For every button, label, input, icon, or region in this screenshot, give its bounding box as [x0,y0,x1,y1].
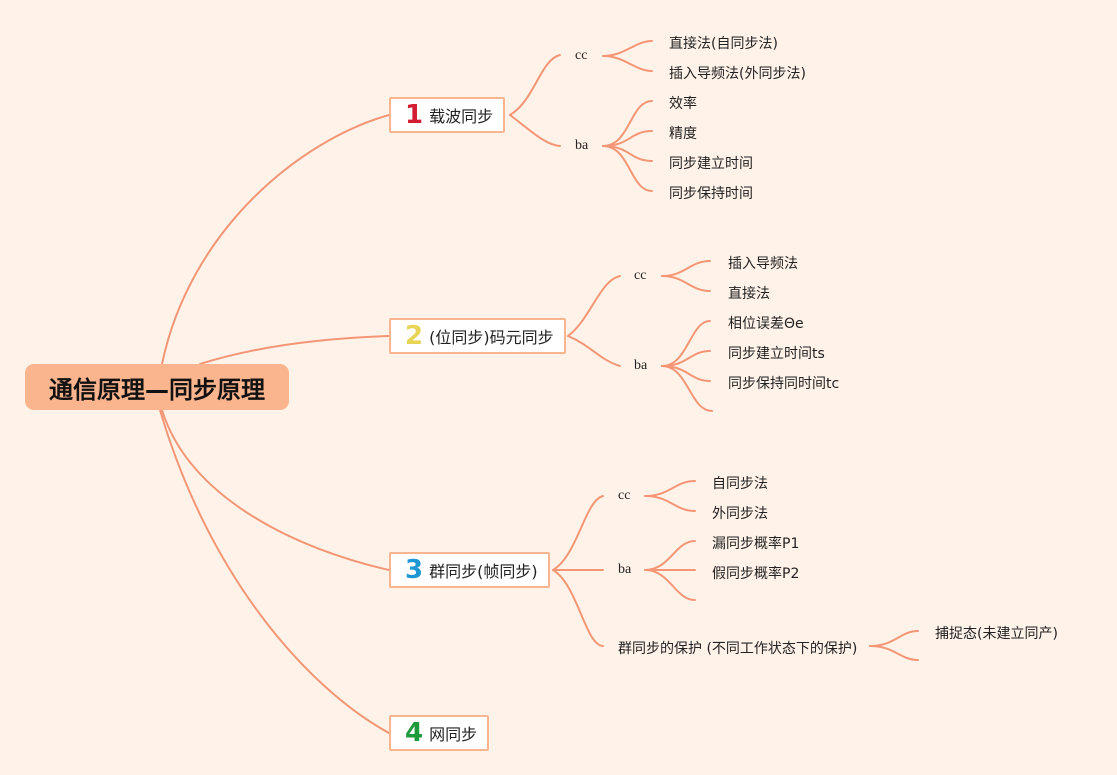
connector-b3-protect-item-2 [869,645,919,661]
number-2-icon: 2 [405,321,424,351]
branch-3-node[interactable]: 3 群同步(帧同步) [389,552,550,588]
branch-3-label: 群同步(帧同步) [429,562,538,581]
branch-1-node[interactable]: 1 载波同步 [389,97,506,133]
connector-root-branch-3 [161,409,390,571]
b1-cc-item[interactable]: 插入导频法(外同步法) [669,66,806,82]
b3-group-protect[interactable]: 群同步的保护 (不同工作状态下的保护) [618,641,858,657]
connector-b1-cc-item-1 [602,40,653,57]
branch-2-label: (位同步)码元同步 [429,328,554,347]
connector-b1-ba [509,114,561,147]
b1-ba-item[interactable]: 同步建立时间 [669,156,753,172]
connector-b1-cc [509,54,561,116]
connector-root-branch-4 [159,409,390,734]
root-node[interactable]: 通信原理—同步原理 [25,364,289,410]
number-3-icon: 3 [405,555,424,585]
b2-cc-item[interactable]: 直接法 [728,286,770,302]
connector-b2-ba-item-4 [661,365,713,412]
connector-b2-cc [567,275,621,337]
connector-b2-ba [567,335,621,367]
b2-group-ba[interactable]: ba [634,358,648,373]
b3-protect-item[interactable]: 捕捉态(未建立同产) [935,626,1058,642]
b1-ba-item[interactable]: 效率 [669,96,697,112]
b1-group-ba[interactable]: ba [575,138,589,153]
branch-2-node[interactable]: 2 (位同步)码元同步 [389,318,566,354]
connector-b3-ba-item-3 [644,569,696,601]
connector-b3-cc [552,495,604,571]
b3-group-cc[interactable]: cc [618,488,631,503]
branch-1-label: 载波同步 [429,107,494,126]
b2-ba-item[interactable]: 同步保持同时间tc [728,376,840,392]
connector-root-branch-2 [199,335,390,365]
b2-ba-item[interactable]: 相位误差Θe [728,316,804,332]
connector-b2-cc-item-2 [661,275,711,292]
b2-group-cc[interactable]: cc [634,268,647,283]
connector-b2-cc-item-1 [661,260,711,277]
number-1-icon: 1 [405,100,424,130]
connector-b3-protect [552,569,604,647]
connector-b3-ba-item-1 [644,540,696,571]
b3-group-ba[interactable]: ba [618,562,632,577]
b1-ba-item[interactable]: 精度 [669,126,697,142]
connector-b3-cc-item-2 [644,495,696,512]
connector-b1-cc-item-2 [602,55,653,72]
b1-group-cc[interactable]: cc [575,48,588,63]
connector-b1-ba-item-4 [602,145,653,192]
number-4-icon: 4 [405,718,424,748]
b3-ba-item[interactable]: 假同步概率P2 [712,566,800,582]
b2-ba-item[interactable]: 同步建立时间ts [728,346,825,362]
connector-root-branch-1 [161,114,390,365]
b1-cc-item[interactable]: 直接法(自同步法) [669,36,778,52]
branch-4-label: 网同步 [429,725,478,744]
b3-cc-item[interactable]: 外同步法 [712,506,768,522]
root-title: 通信原理—同步原理 [49,375,265,404]
connector-b3-protect-item-1 [869,630,919,647]
b2-cc-item[interactable]: 插入导频法 [728,256,798,272]
branch-4-node[interactable]: 4 网同步 [389,715,490,751]
b3-ba-item[interactable]: 漏同步概率P1 [712,536,800,552]
b3-cc-item[interactable]: 自同步法 [712,476,768,492]
connector-b3-cc-item-1 [644,480,696,497]
b1-ba-item[interactable]: 同步保持时间 [669,186,753,202]
